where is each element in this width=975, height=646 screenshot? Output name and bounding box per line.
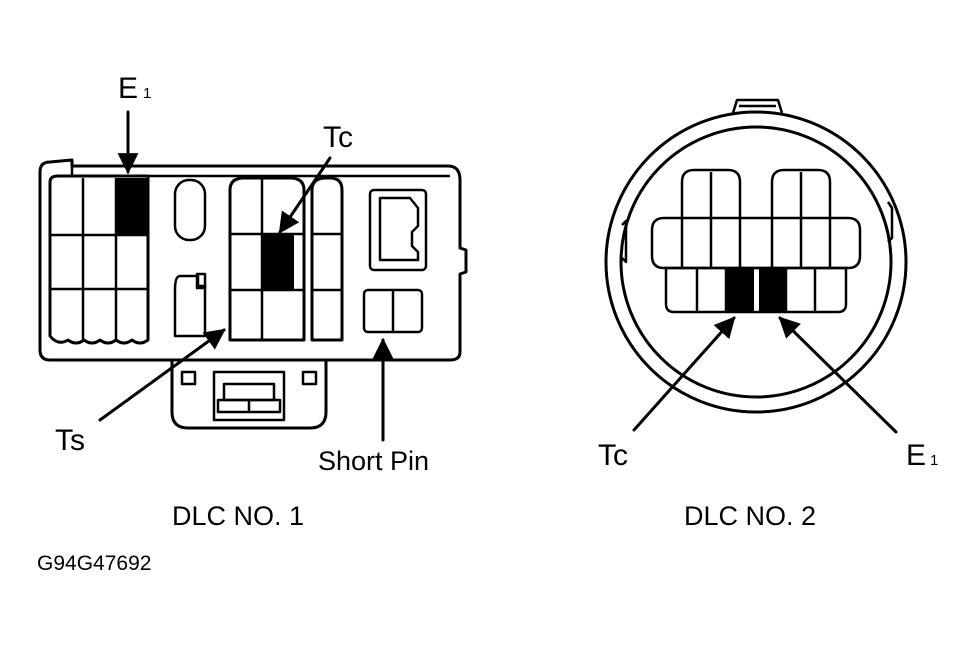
- dlc2-terminal-block: [650, 168, 862, 314]
- dlc2-tc-terminal: [726, 268, 754, 312]
- dlc1-tc-terminal: [262, 234, 294, 290]
- dlc2-e1-subscript: 1: [930, 452, 938, 469]
- dlc1-short-pin-label: Short Pin: [318, 446, 429, 476]
- dlc1-e1-terminal: [116, 178, 148, 235]
- dlc1-e1-subscript: 1: [143, 85, 151, 102]
- dlc2-e1-arrow: [778, 316, 898, 434]
- dlc1-short-pin: [362, 288, 424, 334]
- dlc2-e1-terminal: [759, 268, 786, 312]
- dlc2-e1-label: E: [906, 439, 926, 472]
- dlc1-left-terminal-block: [48, 174, 150, 345]
- dlc1-bottom-latch: [170, 358, 328, 430]
- dlc1-e1-label: E: [118, 72, 138, 105]
- dlc2-caption: DLC NO. 2: [684, 501, 816, 531]
- figure-code: G94G47692: [37, 552, 151, 575]
- dlc1-tc-label: Tc: [323, 121, 353, 154]
- dlc1-center-terminal-block: [228, 176, 344, 342]
- dlc2-tc-arrow: [632, 316, 736, 432]
- dlc1-tc-arrow: [278, 156, 332, 234]
- dlc1-connector: [38, 158, 468, 430]
- dlc1-middle-slots: [173, 178, 207, 338]
- dlc1-ts-arrow: [98, 328, 226, 422]
- dlc1-ts-label: Ts: [55, 424, 85, 457]
- dlc1-caption: DLC NO. 1: [172, 501, 304, 531]
- dlc2-tc-label: Tc: [598, 439, 628, 472]
- dlc1-side-socket: [368, 188, 428, 272]
- dlc2-connector: [604, 98, 908, 414]
